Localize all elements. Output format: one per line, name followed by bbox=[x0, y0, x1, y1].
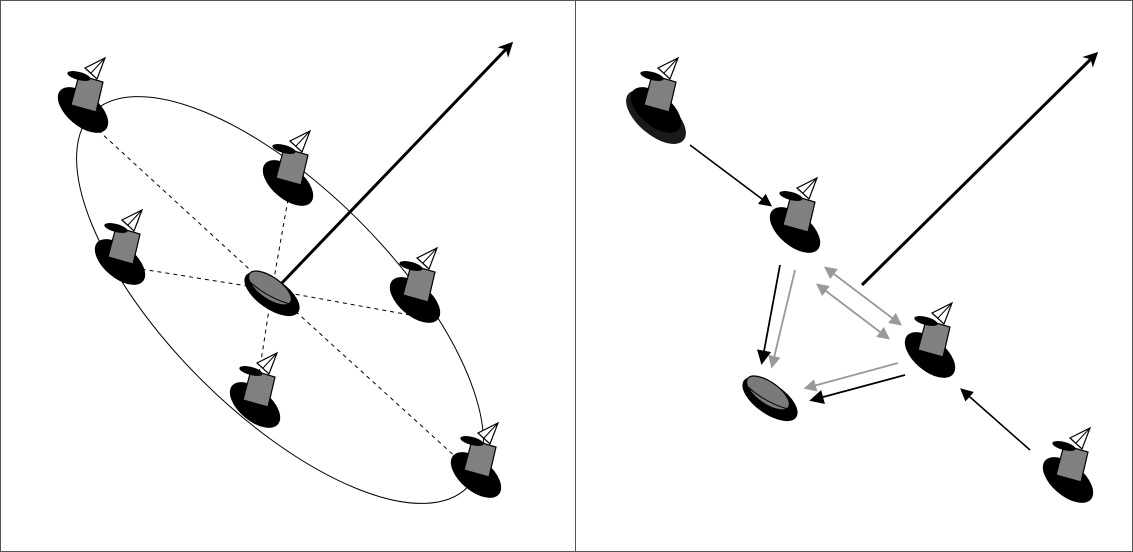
direction-arrow-icon bbox=[278, 41, 514, 287]
spoke-line bbox=[99, 131, 273, 291]
direction-arrow-icon bbox=[860, 51, 1099, 287]
relay-arrow bbox=[689, 144, 773, 207]
relay-arrow-gray bbox=[803, 362, 899, 392]
relay-arrow bbox=[809, 374, 906, 404]
left-panel bbox=[49, 41, 514, 508]
spoke-line bbox=[134, 267, 273, 291]
spoke-line bbox=[271, 187, 291, 291]
satellite-icon bbox=[622, 57, 690, 144]
right-panel bbox=[622, 51, 1102, 513]
relay-arrow-gray bbox=[815, 283, 891, 340]
relay-arrow-gray bbox=[768, 269, 796, 369]
relay-arrow bbox=[960, 388, 1031, 451]
relay-arrow bbox=[757, 264, 781, 365]
